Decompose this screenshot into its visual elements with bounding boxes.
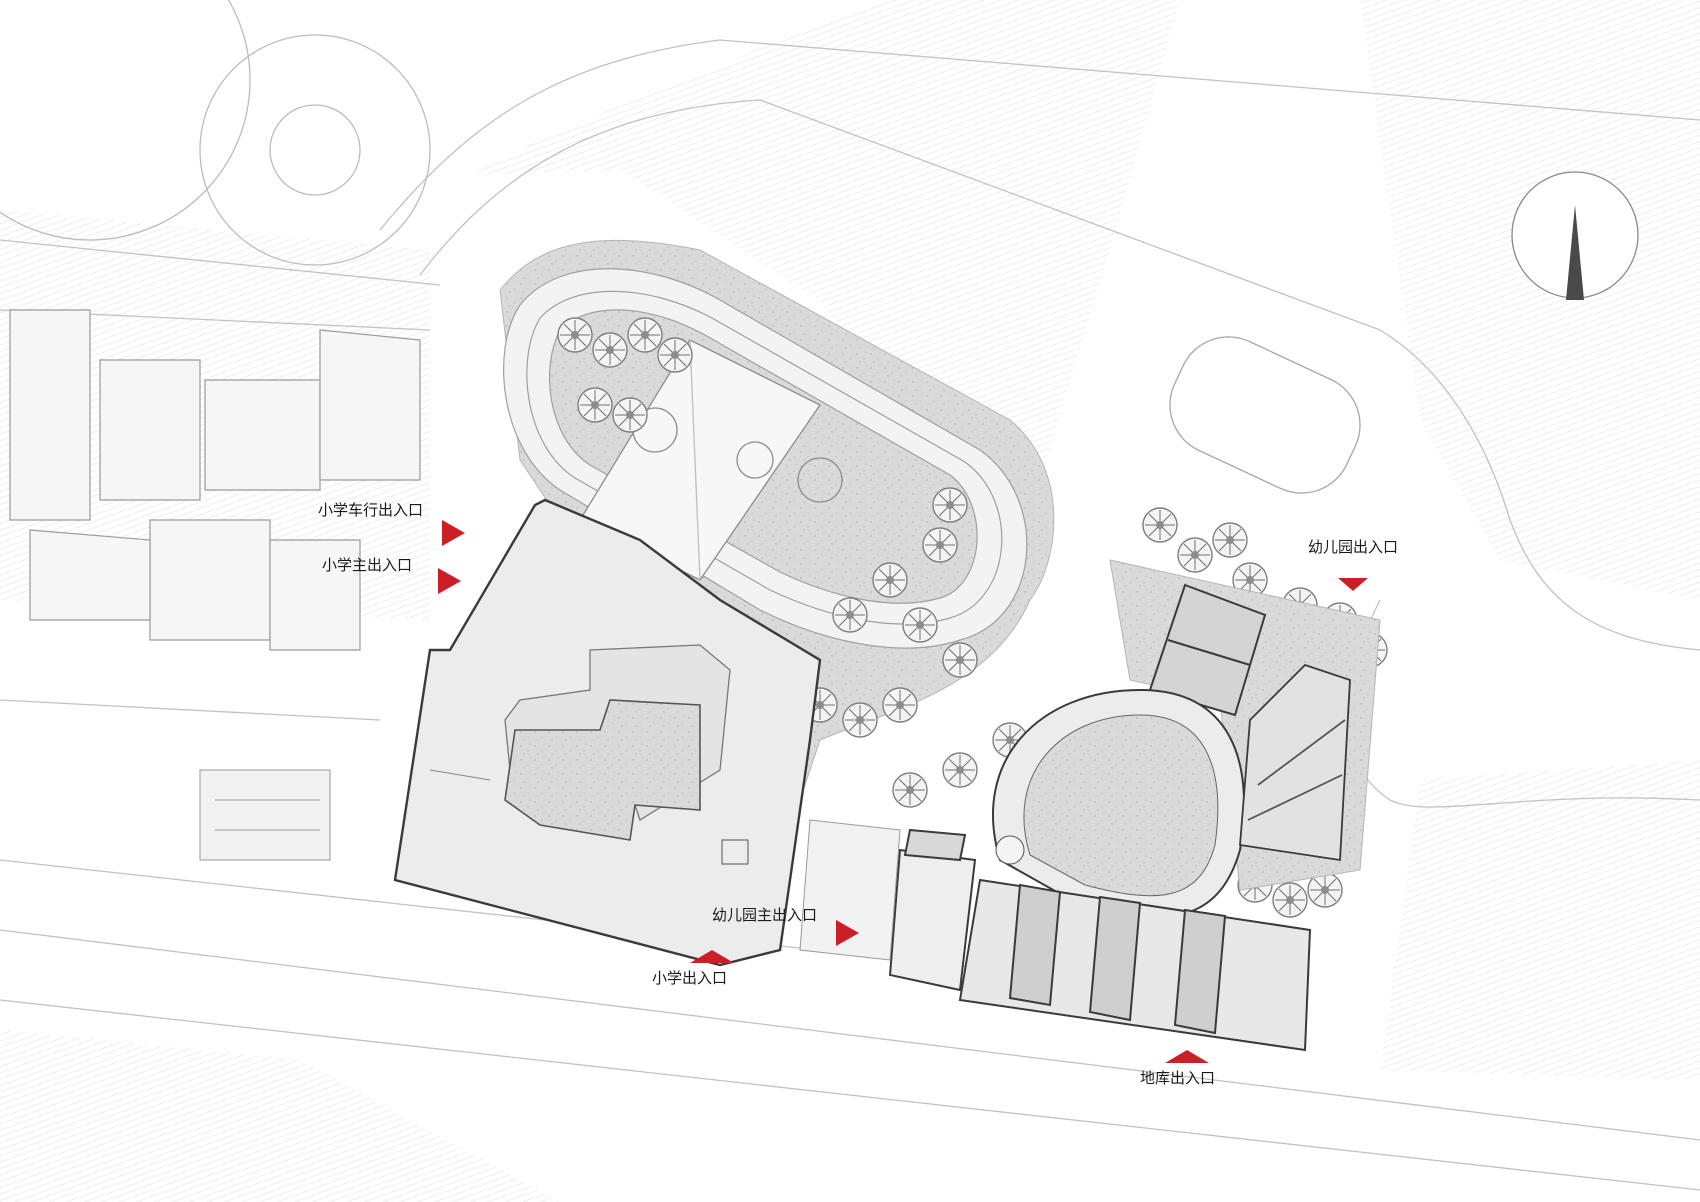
triangle-marker-icon <box>1165 1050 1209 1063</box>
parking-loop <box>1169 336 1361 494</box>
kindergarten-box <box>1148 583 1267 717</box>
label-kindergarten-entrance: 幼儿园出入口 <box>1308 538 1398 556</box>
triangle-marker-icon <box>836 920 859 946</box>
kindergarten-main-block <box>888 828 1312 1052</box>
triangle-marker-icon <box>442 520 465 546</box>
north-arrow-icon <box>1511 171 1639 300</box>
kindergarten-wedge <box>1239 663 1351 862</box>
entry-plaza <box>799 819 901 961</box>
residential-blocks <box>9 309 421 651</box>
label-kindergarten-main-entrance: 幼儿园主出入口 <box>712 906 817 924</box>
entrance-markers <box>438 520 1368 1063</box>
small-plaza <box>199 769 331 861</box>
label-primary-school-entrance: 小学出入口 <box>652 969 727 987</box>
label-primary-vehicle-entrance: 小学车行出入口 <box>318 501 423 519</box>
primary-school-building <box>393 498 822 967</box>
triangle-marker-icon <box>1338 578 1368 591</box>
roundabout <box>0 0 431 266</box>
basketball-court <box>579 339 843 581</box>
label-basement-entrance: 地库出入口 <box>1140 1069 1215 1087</box>
label-primary-main-entrance: 小学主出入口 <box>322 556 412 574</box>
triangle-marker-icon <box>690 950 734 963</box>
triangle-marker-icon <box>438 568 461 594</box>
kindergarten-courtyard <box>992 688 1246 919</box>
